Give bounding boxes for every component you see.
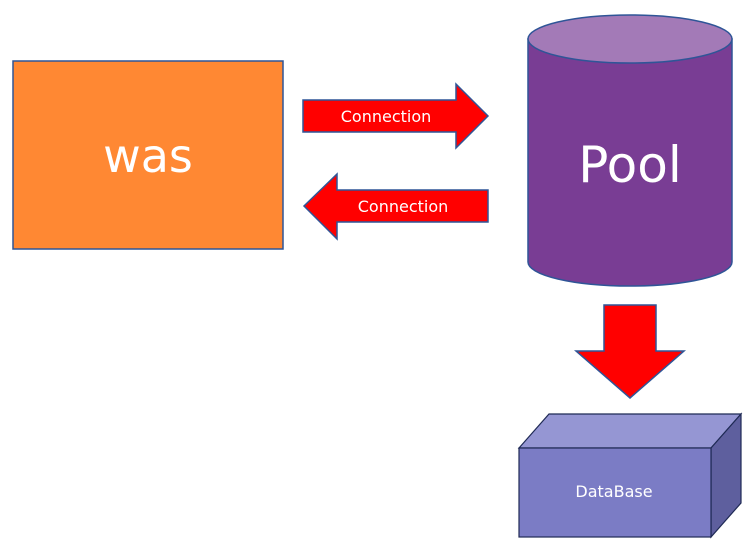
was-box [12,60,284,250]
database-arrow-down [573,304,687,399]
connection-arrow-right: Connection [302,82,490,150]
was-node: was [12,60,284,250]
arrow-down-shape [573,304,687,399]
arrow-right-shape [302,82,490,150]
database-box-top [517,413,743,449]
pool-label: Pool [578,136,681,194]
pool-node: Pool [527,14,733,287]
connection-arrow-left: Connection [302,172,489,241]
database-node: DataBase [517,412,743,539]
pool-cylinder-body [527,38,733,287]
database-box-front [518,447,712,538]
arrow-right-label: Connection [341,107,432,126]
was-label: was [103,129,193,183]
database-label: DataBase [575,482,652,501]
arrow-left-label: Connection [358,197,449,216]
pool-cylinder-top [527,14,733,64]
arrow-left-shape [302,172,489,241]
